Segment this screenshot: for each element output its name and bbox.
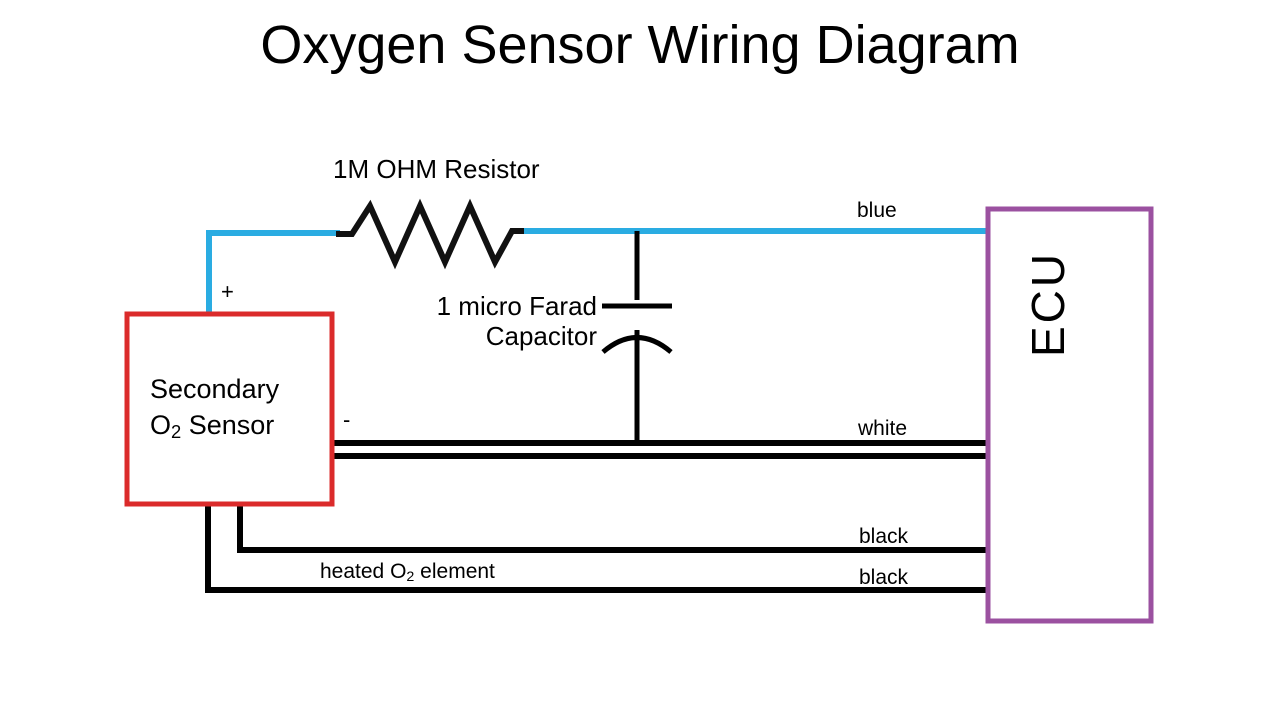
heated-element-suffix: element xyxy=(414,560,495,583)
capacitor-label: 1 micro Farad Capacitor xyxy=(412,291,597,352)
sensor-box xyxy=(124,311,335,507)
sensor-label-line1: Secondary xyxy=(150,374,280,404)
wire-label-blue: blue xyxy=(857,199,897,222)
heated-element-prefix: heated O xyxy=(320,560,407,583)
ecu-box xyxy=(985,206,1154,624)
wire-label-white: white xyxy=(858,417,908,440)
capacitor-label-line2: Capacitor xyxy=(485,320,597,351)
wire-black-lower xyxy=(205,505,989,593)
resistor-label: 1M OHM Resistor xyxy=(333,154,540,184)
resistor-symbol xyxy=(336,198,524,270)
sensor-terminal-negative-label: - xyxy=(343,407,351,432)
wire-label-black-lower: black xyxy=(859,566,909,589)
sensor-label-line2-suffix: Sensor xyxy=(181,410,275,441)
sensor-label-subscript: 2 xyxy=(171,421,182,443)
page-title: Oxygen Sensor Wiring Diagram xyxy=(260,15,1020,75)
heated-element-subscript: 2 xyxy=(406,569,415,586)
wire-black-upper xyxy=(237,505,989,553)
ecu-label: ECU xyxy=(1022,250,1074,357)
heated-element-label: heated O2 element xyxy=(320,560,495,586)
sensor-label-line2-prefix: O xyxy=(150,410,172,441)
capacitor-label-line1: 1 micro Farad xyxy=(436,291,597,321)
wire-label-black-upper: black xyxy=(859,525,909,548)
sensor-terminal-positive-label: + xyxy=(221,279,234,304)
